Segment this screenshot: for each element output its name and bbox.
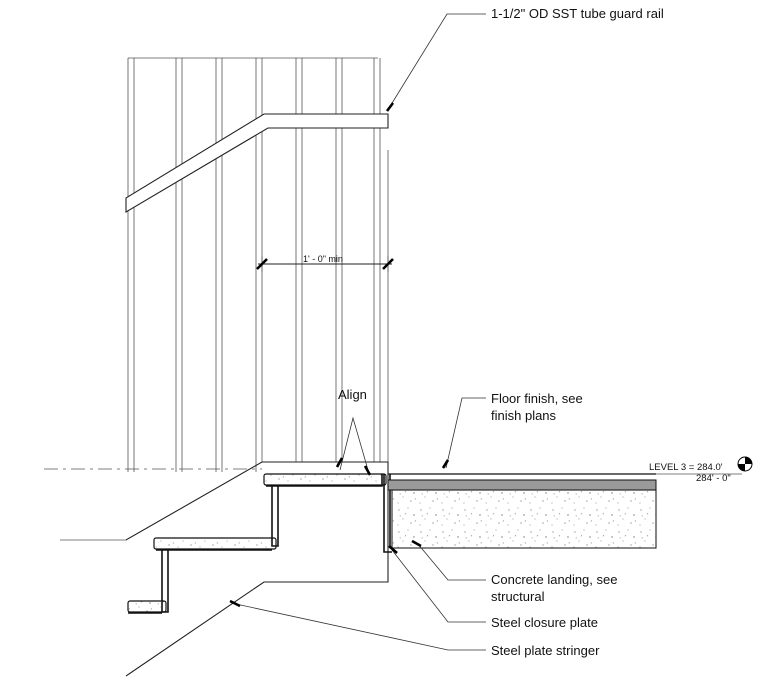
dimension-line — [256, 256, 394, 272]
label-floor-finish-line1: Floor finish, see — [491, 391, 583, 406]
stair-stringer — [60, 461, 389, 677]
label-concrete-landing-line2: structural — [491, 589, 545, 604]
concrete-landing-slab — [387, 473, 657, 549]
label-level-feet: 284' - 0" — [696, 473, 731, 484]
guard-rail-tube — [125, 113, 389, 213]
label-floor-finish-line2: finish plans — [491, 408, 557, 423]
level-datum-icon — [656, 456, 753, 475]
label-steel-closure-plate: Steel closure plate — [491, 615, 598, 630]
label-guard-rail: 1-1/2" OD SST tube guard rail — [491, 6, 664, 21]
label-level-elevation: LEVEL 3 = 284.0' — [649, 462, 723, 473]
label-concrete-landing-line1: Concrete landing, see — [491, 572, 617, 587]
label-steel-plate-stringer: Steel plate stringer — [491, 643, 600, 658]
label-dimension: 1' - 0" min — [303, 254, 343, 264]
stair-tread-plates — [127, 473, 387, 614]
label-align: Align — [338, 387, 367, 402]
leader-lines — [229, 13, 486, 651]
